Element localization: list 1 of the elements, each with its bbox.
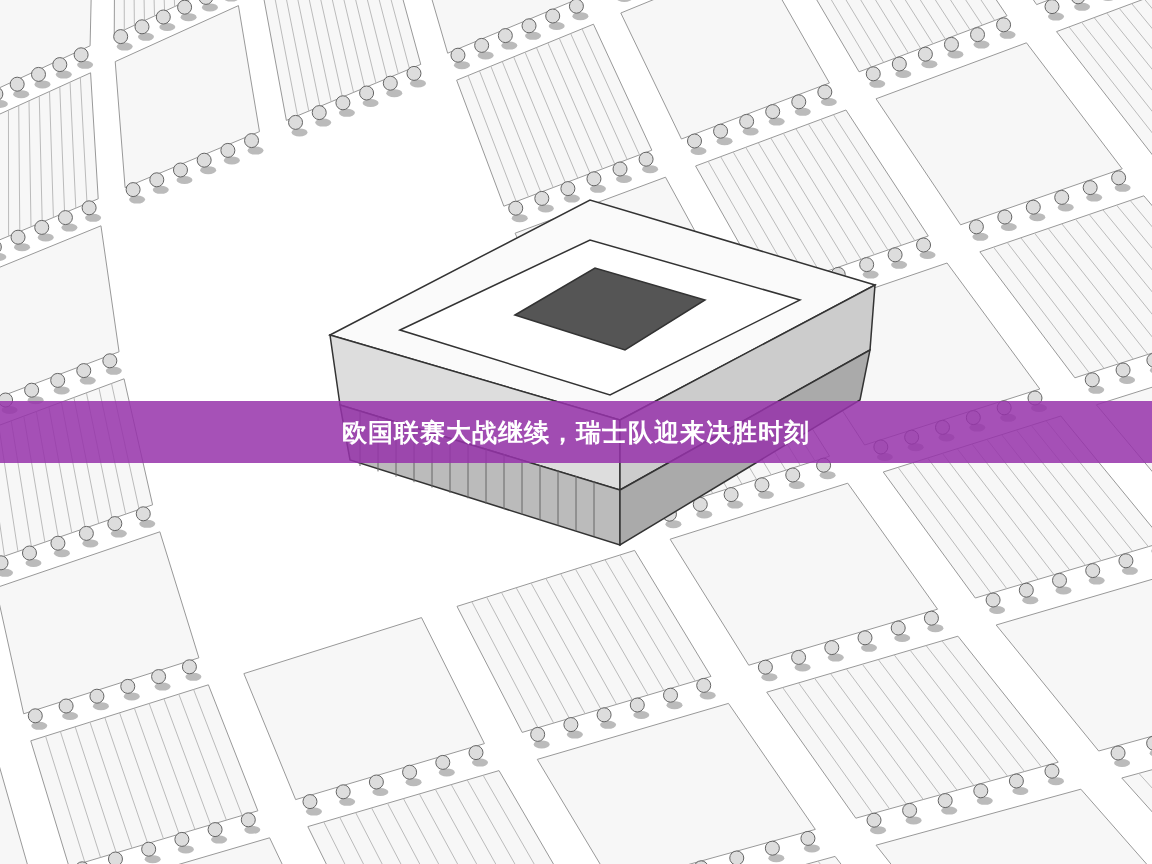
title: 欧国联赛大战继续，瑞士队迎来决胜时刻 bbox=[342, 416, 810, 449]
